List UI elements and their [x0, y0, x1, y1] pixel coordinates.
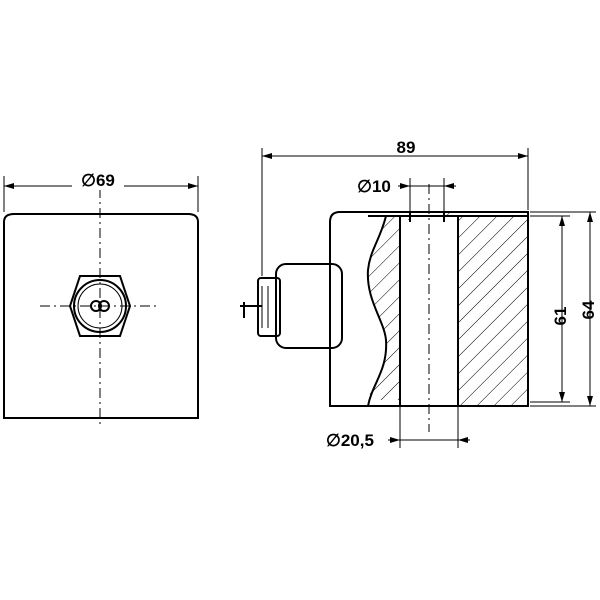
- label-bore-diameter: ∅20,5: [326, 431, 374, 450]
- arrow-64-top: [587, 212, 593, 222]
- top-hatch-right: [444, 212, 458, 220]
- hatch-left-region: [367, 216, 400, 400]
- arrow-right: [188, 183, 198, 189]
- label-bore-top-diameter: ∅10: [357, 177, 391, 196]
- arrow-20-left: [390, 437, 400, 443]
- arrow-10-left: [400, 183, 410, 189]
- dimension-bore-top-diameter: ∅10: [357, 177, 456, 212]
- arrow-89-right: [518, 153, 528, 159]
- side-view: 89 ∅10 ∅20,5 61: [240, 138, 598, 450]
- plug-body: [275, 263, 343, 349]
- arrow-64-bottom: [587, 396, 593, 406]
- label-front-diameter: ∅69: [81, 171, 115, 190]
- coil-body-outline: [329, 211, 529, 407]
- label-outer-height: 64: [579, 300, 598, 319]
- front-body-outline: [3, 213, 199, 419]
- arrow-10-right: [444, 183, 454, 189]
- arrow-89-left: [262, 153, 272, 159]
- dimension-inner-height: 61: [530, 215, 570, 403]
- arrow-61-bottom: [559, 392, 565, 402]
- plug-collar: [257, 277, 281, 337]
- dimension-bore-diameter: ∅20,5: [326, 406, 470, 450]
- arrow-20-right: [458, 437, 468, 443]
- arrow-left: [4, 183, 14, 189]
- dimension-overall-length: 89: [261, 138, 529, 276]
- arrow-61-top: [559, 216, 565, 226]
- hatch-right-region: [458, 216, 528, 406]
- front-view: ∅69: [3, 170, 199, 428]
- label-bg: [72, 170, 124, 190]
- label-overall-length: 89: [397, 138, 416, 157]
- dimension-outer-height: 64: [530, 211, 598, 407]
- label-inner-height: 61: [551, 307, 570, 326]
- dimension-front-diameter: ∅69: [3, 170, 199, 212]
- section-break-curve: [366, 215, 388, 407]
- top-hatch-left: [400, 212, 410, 220]
